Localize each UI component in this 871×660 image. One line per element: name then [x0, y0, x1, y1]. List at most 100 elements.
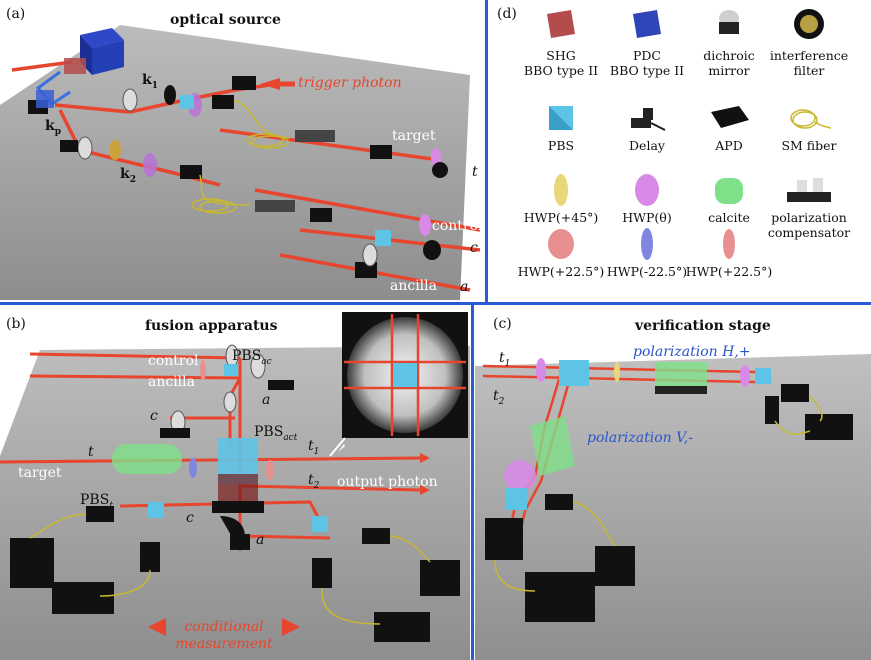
k1-text: k [142, 72, 152, 88]
t2-sub: 2 [498, 396, 505, 407]
legend-label-line: dichroic [703, 48, 755, 63]
t1-label: t1 [308, 438, 319, 457]
legend-label-line: polarization [771, 210, 847, 225]
k2-sub: 2 [129, 174, 136, 185]
panel-verification-stage: (c) verification stage t1 t2 polarizatio… [475, 306, 871, 660]
t1-label: t1 [499, 350, 510, 369]
legend-label-line: HWP(θ) [622, 210, 672, 225]
optical-table [0, 25, 470, 300]
pbs-t-sub: t [109, 500, 113, 511]
panel-b-title: fusion apparatus [145, 318, 278, 334]
measurement-text: measurement [175, 636, 273, 652]
t2-label: t2 [308, 472, 319, 491]
laser-box [92, 40, 124, 75]
delay-stage-icon [625, 98, 669, 138]
trigger-detector [232, 76, 256, 90]
pdc-bbo-icon [625, 4, 669, 44]
output-photon-label: output photon [337, 474, 438, 490]
hwp-plus22-icon [539, 224, 583, 264]
pbs-act-sub: act [283, 432, 298, 443]
dichroic-mirror-icon [707, 4, 751, 44]
legend-label-line: HWP(+22.5°) [685, 264, 773, 279]
polarization-h-label: polarization H,+ [633, 344, 751, 360]
legend-label-line: calcite [708, 210, 750, 225]
legend-label-line: mirror [708, 63, 750, 78]
sm-fiber-icon [787, 98, 836, 138]
control-label: control [432, 218, 483, 234]
calcite-h [655, 362, 707, 386]
legend-label-line: compensator [767, 225, 851, 240]
pbs-act-text: PBS [254, 424, 284, 440]
legend-label-line: SHG [546, 48, 576, 63]
ancilla-label: ancilla [148, 374, 195, 390]
target-label: target [392, 128, 436, 144]
control-label: control [148, 353, 199, 369]
apd-detectors [10, 538, 460, 642]
shg-bbo-icon [539, 4, 583, 44]
trigger-photon-label: trigger photon [298, 75, 402, 91]
interference-filter-icon [787, 4, 831, 44]
divider-horizontal [0, 302, 871, 305]
legend-label: HWP(-22.5°) [607, 264, 687, 279]
pbs-t-text: PBS [80, 492, 110, 508]
legend-label: HWP(θ) [622, 210, 671, 225]
c-bottom-label: c [186, 510, 194, 526]
ancilla-label: ancilla [390, 278, 437, 294]
pbs-t-label: PBSt [80, 492, 113, 511]
verification-scene [475, 354, 871, 660]
pbs-icon [539, 98, 583, 138]
legend-label-line: Delay [629, 138, 665, 153]
apd-icon [707, 98, 751, 138]
calcite [112, 444, 182, 474]
kp-text: k [45, 118, 55, 134]
kp-sub: p [54, 126, 61, 137]
pbs-ac-label: PBSac [232, 348, 272, 367]
legend-label-line: BBO type II [523, 63, 599, 78]
pbs-ac-text: PBS [232, 348, 262, 364]
t1-sub: 1 [504, 358, 511, 369]
panel-optical-source: (a) optical source trigger photon kp k1 … [0, 0, 484, 300]
legend-label-line: BBO type II [609, 63, 685, 78]
legend-label: calcite [708, 210, 750, 225]
a-top-label: a [262, 392, 271, 408]
t2-sub: 2 [313, 480, 320, 491]
fiber-loops [191, 99, 291, 214]
legend-label-line: HWP(-22.5°) [606, 264, 688, 279]
legend-label-line: HWP(+45°) [523, 210, 599, 225]
interference-filter [109, 140, 121, 160]
a-bottom-label: a [256, 532, 265, 548]
polarization-v-label: polarization V,- [587, 430, 693, 446]
calcite-icon [707, 170, 751, 210]
k2-text: k [120, 166, 130, 182]
legend-label: APD [715, 138, 742, 153]
legend-label: HWP(+45°) [524, 210, 599, 225]
panel-b-label: (b) [6, 316, 26, 332]
fusion-scene [0, 312, 470, 660]
t1-sub: 1 [313, 446, 320, 457]
beam-arrowheads [420, 453, 430, 495]
k1-label: k1 [142, 72, 158, 91]
divider-vertical-top [485, 0, 488, 302]
hwp-plus22b-icon [707, 224, 751, 264]
hwp-minus22-icon [625, 224, 669, 264]
legend-label: HWP(+22.5°) [518, 264, 604, 279]
panel-a-label: (a) [6, 6, 26, 22]
legend-label-line: PDC [632, 48, 661, 63]
legend-label-line: APD [715, 138, 743, 153]
output-t-label: t [472, 164, 478, 180]
panel-c-title: verification stage [635, 318, 771, 334]
t-label: t [88, 444, 94, 460]
calcite-v [530, 416, 575, 476]
panel-fusion-apparatus: (b) fusion apparatus control ancilla PBS… [0, 306, 470, 660]
legend-label-line: interference [769, 48, 849, 63]
legend-label-line: PBS [547, 138, 575, 153]
apd-detectors [485, 414, 853, 622]
legend-label-line: HWP(+22.5°) [517, 264, 605, 279]
polarization-compensator-icon [787, 170, 831, 210]
pbs-ac-sub: ac [261, 356, 272, 367]
legend-label: HWP(+22.5°) [686, 264, 772, 279]
t2-text: t [493, 388, 499, 404]
